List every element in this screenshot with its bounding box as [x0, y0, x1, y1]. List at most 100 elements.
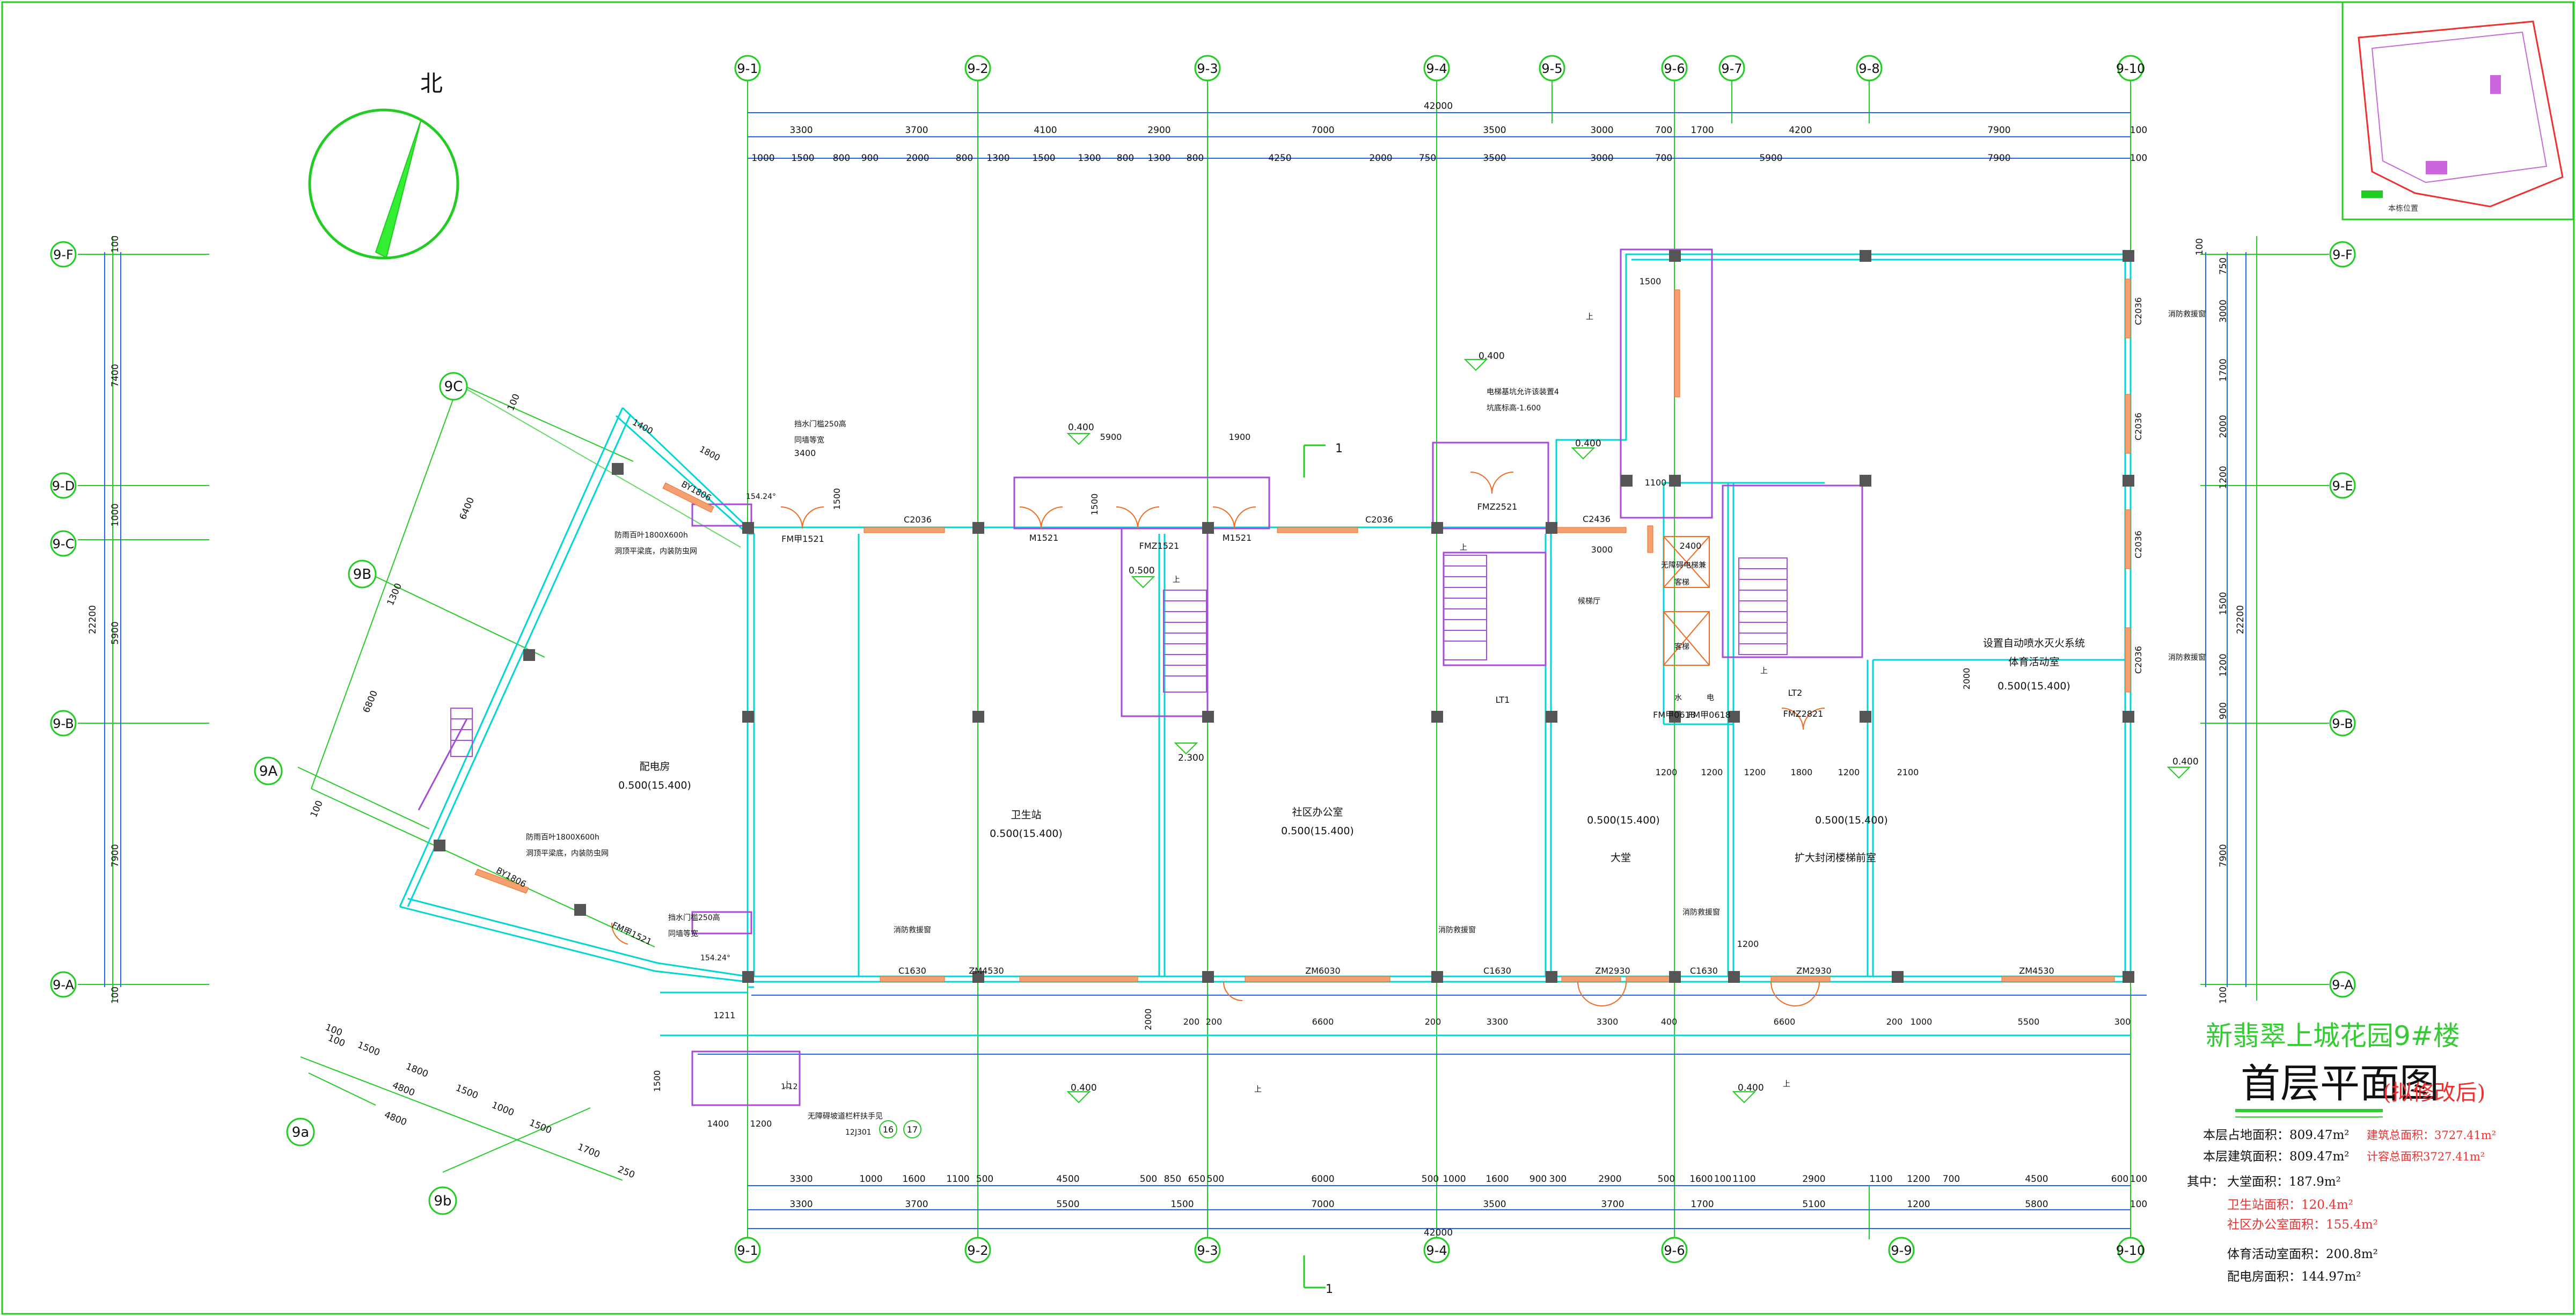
- room-elevation: 0.500(15.400): [1281, 825, 1354, 837]
- purple-outlines: [418, 248, 1863, 1106]
- dim-value: 1300: [385, 582, 404, 607]
- dim-value: 3300: [789, 125, 813, 136]
- room-elevation: 0.500(15.400): [618, 780, 691, 791]
- dim-value: 2400: [1680, 541, 1702, 551]
- dim-value: 4500: [2025, 1174, 2048, 1185]
- dim-value: 100: [110, 236, 121, 253]
- dim-value: 7000: [1311, 1199, 1334, 1210]
- dim-value: 100: [110, 987, 121, 1004]
- grid-label-top: 9-5: [1541, 61, 1562, 76]
- dim-value: 1000: [110, 503, 121, 526]
- dim-text-left: 100 7400 1000 5900 7900 100 22200: [87, 236, 121, 1004]
- ramp-number-markers: 16 17: [879, 1120, 921, 1138]
- room-elevation: 0.500(15.400): [1587, 814, 1660, 826]
- dim-value: 1100: [946, 1174, 969, 1185]
- dim-value: 3500: [1483, 125, 1506, 136]
- area-total-calc: 计容总面积3727.41m²: [2367, 1150, 2485, 1163]
- grid-bubbles-oblique: 9C 9B 9A 9a 9b: [254, 372, 468, 1215]
- dim-value: 900: [1529, 1174, 1547, 1185]
- grid-label-bottom: 9-6: [1664, 1243, 1685, 1258]
- dim-value: 800: [833, 153, 850, 164]
- grid-label-oblique: 9C: [444, 379, 463, 395]
- grid-label-top: 9-10: [2116, 61, 2145, 76]
- opening-tag: FMZ2821: [1783, 709, 1824, 719]
- grid-label-right: 9-F: [2332, 247, 2353, 262]
- lobby-small-label: 候梯厅: [1578, 597, 1600, 606]
- dim-value: 2000: [1962, 668, 1972, 690]
- dim-value: 1200: [1744, 767, 1766, 777]
- grid-label-right: 9-A: [2332, 977, 2353, 992]
- dim-value: 1800: [404, 1061, 430, 1080]
- dim-value: 100: [2130, 1199, 2147, 1210]
- grid-label-top: 9-4: [1426, 61, 1447, 76]
- lift-note: 客梯: [1674, 642, 1689, 651]
- dim-value: 650: [1188, 1174, 1205, 1185]
- dim-value: 500: [1422, 1174, 1439, 1185]
- area-total-build: 建筑总面积：3727.41m²: [2367, 1129, 2496, 1142]
- dim-value: 1200: [2218, 653, 2229, 677]
- dim-value: 800: [1187, 153, 1204, 164]
- lift-shafts: [1663, 536, 1710, 666]
- section-mark-bottom: 1: [1326, 1283, 1333, 1296]
- dim-value: 900: [2218, 702, 2229, 719]
- key-plan: 本栋位置: [2341, 1, 2574, 220]
- dim-value: 3000: [2218, 299, 2229, 322]
- dim-value: 1700: [1690, 1199, 1714, 1210]
- elevation-value: 0.400: [1479, 351, 1505, 362]
- grid-label-bottom: 9-4: [1426, 1243, 1447, 1258]
- dim-value: 700: [1655, 153, 1672, 164]
- dim-value: 100: [326, 1033, 347, 1049]
- dim-value: 1200: [1907, 1199, 1930, 1210]
- plan-notes: 上 上 上 上 上 上 上 水 电 无障碍电梯兼 客梯 客梯 候梯厅 消防救援窗…: [526, 310, 2206, 1137]
- lift-note: 无障碍电梯兼: [1661, 561, 1706, 570]
- dim-value: 1300: [1147, 153, 1170, 164]
- dim-value: 300: [1549, 1174, 1567, 1185]
- dim-value: 3300: [1597, 1017, 1619, 1027]
- dimension-lines: [104, 112, 2246, 1229]
- opening-tag: FMZ1521: [1139, 541, 1180, 551]
- elevation-value: 2.300: [1178, 753, 1204, 763]
- dim-value: 1200: [1737, 939, 1759, 949]
- ramp-ref: 12J301: [845, 1128, 872, 1137]
- lift-note: 客梯: [1674, 578, 1689, 587]
- pipe-note: 电梯基坑允许该装置4: [1487, 387, 1559, 396]
- dim-value: 4100: [1034, 125, 1057, 136]
- dim-right-total: 22200: [2235, 605, 2246, 634]
- dim-value: 250: [616, 1164, 636, 1181]
- columns: [434, 250, 2134, 983]
- room-elevation: 0.500(15.400): [1997, 680, 2070, 692]
- door-note: 挡水门槛250高: [668, 913, 720, 922]
- room-note: 设置自动喷水灭火系统: [1983, 637, 2085, 649]
- dim-value: 1200: [1907, 1174, 1930, 1185]
- angle-label: 154.24°: [700, 954, 730, 962]
- dim-value: 3300: [1487, 1017, 1509, 1027]
- dim-value: 1400: [707, 1119, 729, 1129]
- dim-value: 1000: [751, 153, 774, 164]
- dim-value: 3700: [905, 1199, 928, 1210]
- dim-value: 1200: [1838, 767, 1860, 777]
- dim-value: 7900: [1987, 125, 2010, 136]
- dim-value: 5100: [1802, 1199, 1825, 1210]
- opening-tag: C1630: [1483, 966, 1511, 976]
- area-lobby-prefix: 其中：: [2187, 1175, 2224, 1189]
- roof-note: 防雨百叶1800X600h: [614, 531, 688, 540]
- stair-up-label: 上: [1783, 1080, 1790, 1089]
- interior-dims: 1400 1800 3400 1500 5900 1900 1500 2400 …: [631, 276, 2131, 1129]
- dim-value: 5900: [1759, 153, 1782, 164]
- dim-value: 6000: [1311, 1174, 1334, 1185]
- opening-tag: C2436: [1583, 514, 1611, 524]
- grid-label-top: 9-6: [1664, 61, 1685, 76]
- water-label: 水: [1674, 694, 1682, 702]
- dim-value: 700: [1655, 125, 1672, 136]
- dim-value: 4200: [1789, 125, 1812, 136]
- dim-value: 600: [2111, 1174, 2128, 1185]
- opening-tag: LT2: [1788, 688, 1803, 698]
- grid-label-left: 9-A: [53, 977, 74, 992]
- dim-value: 5900: [1100, 432, 1122, 442]
- project-title: 新翡翠上城花园9#楼: [2206, 1020, 2460, 1052]
- grid-label-top: 9-2: [967, 61, 988, 76]
- dim-value: 1600: [902, 1174, 925, 1185]
- ramp-note: 无障碍坡道栏杆扶手见: [808, 1112, 883, 1121]
- opening-tag: ZM6030: [1305, 966, 1340, 976]
